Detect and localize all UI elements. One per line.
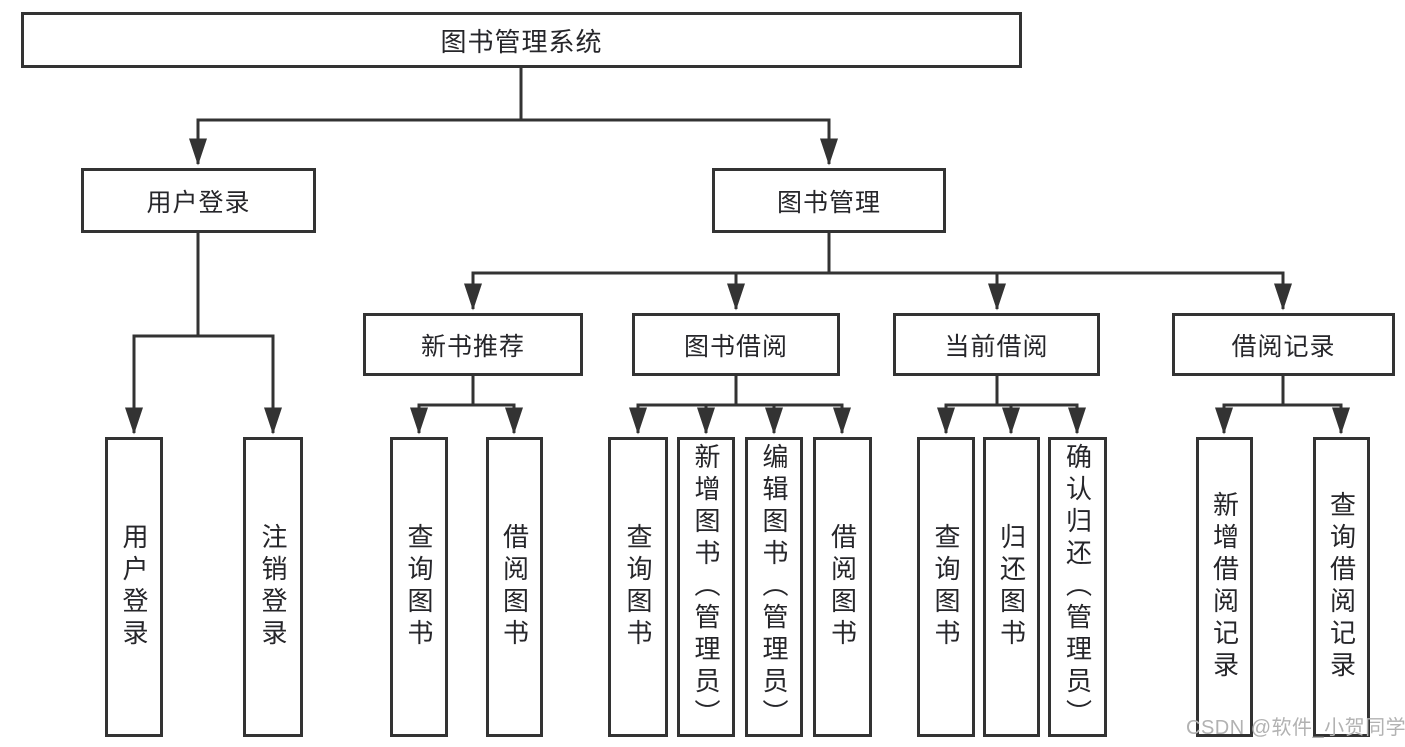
node-current-borrow: 当前借阅 bbox=[893, 313, 1100, 376]
leaf-borrow-books-1-label: 借阅图书 bbox=[499, 523, 530, 651]
leaf-borrow-books-1: 借阅图书 bbox=[486, 437, 543, 737]
leaf-query-books-3: 查询图书 bbox=[917, 437, 975, 737]
node-borrow-records: 借阅记录 bbox=[1172, 313, 1395, 376]
leaf-return-books: 归还图书 bbox=[983, 437, 1040, 737]
leaf-query-books-1-label: 查询图书 bbox=[404, 523, 434, 651]
leaf-edit-books-admin-label: 编辑图书（管理员） bbox=[759, 443, 789, 731]
leaf-confirm-return-admin: 确认归还（管理员） bbox=[1048, 437, 1107, 737]
leaf-edit-books-admin: 编辑图书（管理员） bbox=[745, 437, 803, 737]
leaf-query-borrow-record-label: 查询借阅记录 bbox=[1326, 491, 1357, 683]
node-user-login: 用户登录 bbox=[81, 168, 316, 233]
leaf-query-borrow-record: 查询借阅记录 bbox=[1313, 437, 1370, 737]
node-book-management: 图书管理 bbox=[712, 168, 946, 233]
node-root-system: 图书管理系统 bbox=[21, 12, 1022, 68]
leaf-add-books-admin-label: 新增图书（管理员） bbox=[691, 443, 721, 731]
leaf-return-books-label: 归还图书 bbox=[996, 523, 1027, 651]
watermark-text: CSDN @软件_小贺同学 bbox=[1186, 717, 1405, 739]
leaf-borrow-books-2-label: 借阅图书 bbox=[827, 523, 858, 651]
leaf-add-borrow-record-label: 新增借阅记录 bbox=[1209, 491, 1240, 683]
leaf-query-books-1: 查询图书 bbox=[390, 437, 448, 737]
leaf-user-login: 用户登录 bbox=[105, 437, 163, 737]
leaf-logout: 注销登录 bbox=[243, 437, 303, 737]
leaf-query-books-3-label: 查询图书 bbox=[931, 523, 961, 651]
leaf-query-books-2-label: 查询图书 bbox=[623, 523, 653, 651]
leaf-add-borrow-record: 新增借阅记录 bbox=[1196, 437, 1253, 737]
leaf-add-books-admin: 新增图书（管理员） bbox=[677, 437, 735, 737]
leaf-borrow-books-2: 借阅图书 bbox=[813, 437, 872, 737]
node-new-book-recommend: 新书推荐 bbox=[363, 313, 583, 376]
leaf-query-books-2: 查询图书 bbox=[608, 437, 668, 737]
leaf-logout-label: 注销登录 bbox=[258, 523, 288, 651]
node-book-borrow: 图书借阅 bbox=[632, 313, 840, 376]
leaf-confirm-return-admin-label: 确认归还（管理员） bbox=[1062, 443, 1093, 731]
leaf-user-login-label: 用户登录 bbox=[119, 523, 149, 651]
